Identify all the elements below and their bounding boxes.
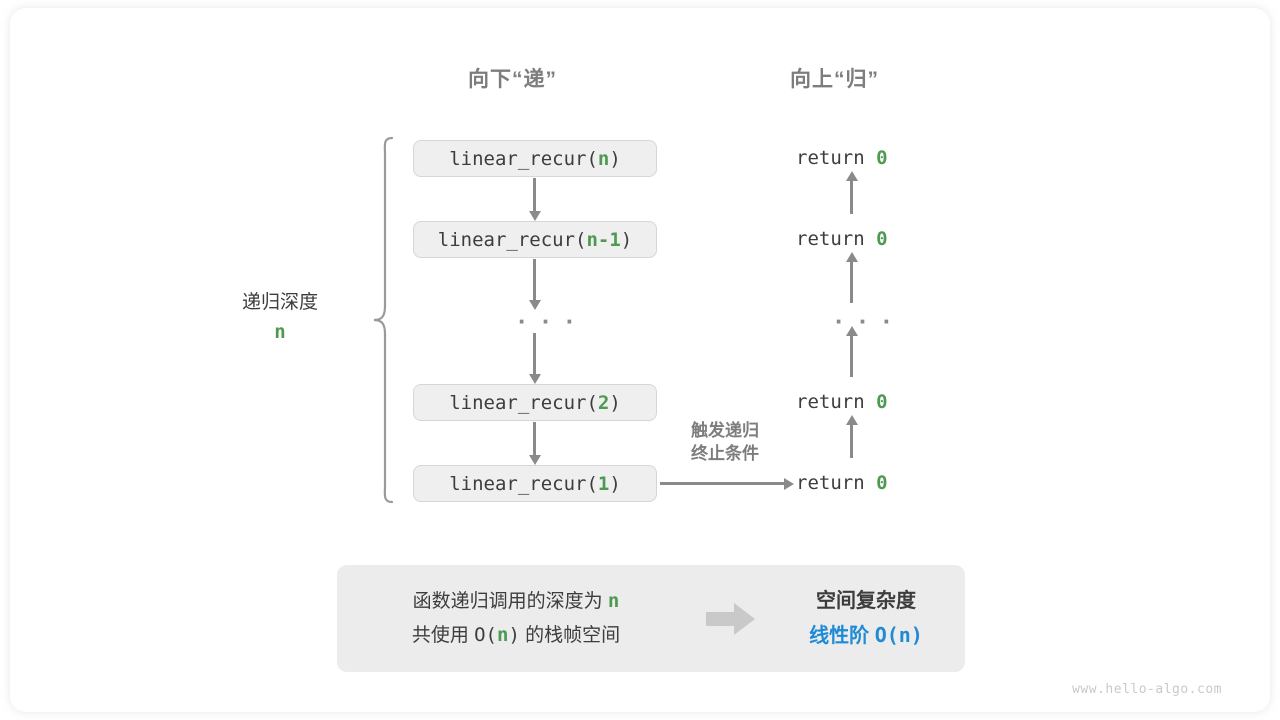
call-arg: 1	[597, 472, 610, 495]
ellipsis-left: · · ·	[518, 306, 579, 336]
arrow-up-3	[850, 335, 853, 377]
call-arg: 2	[597, 391, 610, 414]
summary-line-2: 共使用 O(n) 的栈帧空间	[337, 619, 695, 652]
termination-line-1: 触发递归	[691, 421, 759, 440]
diagram-canvas: 向下“递” 向上“归” 递归深度 n linear_recur(n) linea…	[10, 8, 1270, 712]
termination-line-2: 终止条件	[691, 443, 759, 463]
recursion-depth-text: 递归深度	[241, 292, 318, 313]
summary-line-1: 函数递归调用的深度为 n	[337, 585, 695, 618]
call-prefix: linear_recur(	[449, 472, 598, 495]
return-label-1: return 0	[796, 147, 888, 169]
complexity-notation: O(n)	[874, 623, 923, 647]
call-prefix: linear_recur(	[449, 147, 598, 170]
return-keyword: return	[796, 472, 865, 494]
summary-conclusion: 空间复杂度 线性阶 O(n)	[767, 584, 965, 653]
call-suffix: )	[620, 228, 633, 251]
summary-line-2-n: n	[496, 623, 509, 646]
summary-description: 函数递归调用的深度为 n 共使用 O(n) 的栈帧空间	[337, 585, 695, 652]
call-arg: n-1	[586, 228, 621, 251]
summary-line-1-n: n	[607, 590, 620, 613]
return-keyword: return	[796, 228, 865, 250]
summary-line-2-text: 共使用	[411, 624, 475, 646]
call-box-2: linear_recur(2)	[413, 384, 657, 421]
arrow-up-4	[850, 424, 853, 458]
recursion-depth-label: 递归深度 n	[200, 289, 360, 346]
summary-line-2-o: O(	[474, 623, 497, 646]
complexity-value: 线性阶 O(n)	[767, 618, 965, 653]
call-suffix: )	[609, 147, 621, 170]
call-arg: n	[597, 147, 610, 170]
return-label-3: return 0	[796, 391, 888, 413]
footer-url: www.hello-algo.com	[1072, 682, 1222, 697]
recursion-depth-brace	[370, 136, 396, 504]
arrow-up-2	[850, 261, 853, 303]
call-box-n: linear_recur(n)	[413, 140, 657, 177]
ellipsis-right: · · ·	[835, 306, 896, 336]
arrow-right-icon	[706, 602, 755, 635]
return-value: 0	[876, 391, 888, 413]
return-label-2: return 0	[796, 228, 888, 250]
summary-arrow	[695, 602, 767, 636]
return-label-4: return 0	[796, 472, 888, 494]
termination-condition-label: 触发递归 终止条件	[665, 420, 785, 466]
call-suffix: )	[609, 472, 621, 495]
call-suffix: )	[609, 391, 621, 414]
return-value: 0	[876, 147, 888, 169]
return-value: 0	[876, 472, 888, 494]
call-prefix: linear_recur(	[437, 228, 587, 251]
complexity-title: 空间复杂度	[816, 590, 916, 612]
arrow-up-1	[850, 180, 853, 214]
summary-line-1-text: 函数递归调用的深度为	[412, 591, 608, 613]
summary-panel: 函数递归调用的深度为 n 共使用 O(n) 的栈帧空间 空间复杂度 线性阶 O(…	[337, 565, 965, 672]
arrow-down-2	[533, 259, 536, 301]
arrow-termination	[660, 482, 785, 485]
column-header-descend: 向下“递”	[468, 68, 557, 91]
summary-line-2-tail: 的栈帧空间	[519, 624, 621, 646]
recursion-depth-value: n	[274, 320, 286, 343]
arrow-down-3	[533, 333, 536, 375]
return-value: 0	[876, 228, 888, 250]
call-box-1: linear_recur(1)	[413, 465, 657, 502]
call-box-n-minus-1: linear_recur(n-1)	[413, 221, 657, 258]
return-keyword: return	[796, 391, 865, 413]
column-header-ascend: 向上“归”	[790, 68, 879, 91]
arrow-down-1	[533, 178, 536, 212]
complexity-order-label: 线性阶	[809, 625, 875, 647]
brace-icon	[373, 136, 394, 504]
call-prefix: linear_recur(	[449, 391, 598, 414]
arrow-down-4	[533, 422, 536, 456]
return-keyword: return	[796, 147, 865, 169]
summary-line-2-paren: )	[508, 623, 520, 646]
